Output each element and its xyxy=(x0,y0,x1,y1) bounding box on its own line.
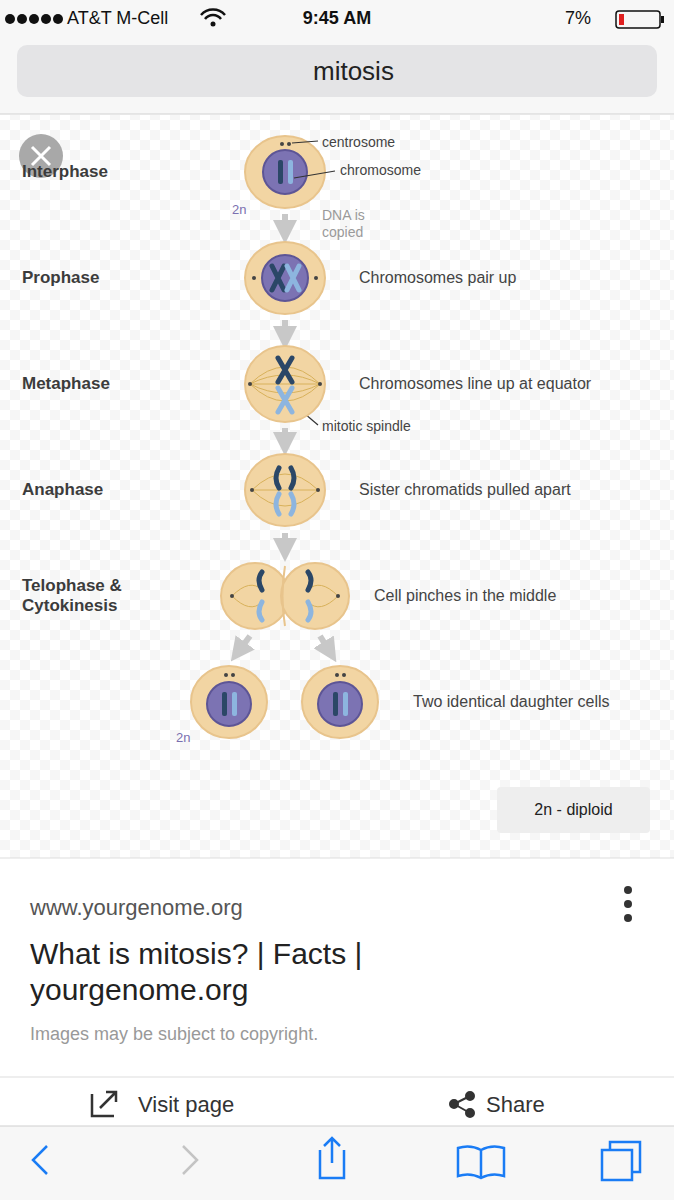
part-label: centrosome xyxy=(322,134,395,151)
prophase-cell xyxy=(245,242,325,314)
wifi-icon xyxy=(201,10,225,27)
action-label: Share xyxy=(486,1092,545,1118)
result-title: What is mitosis? | Facts | yourgenome.or… xyxy=(30,936,450,1008)
ploidy-label: 2n xyxy=(176,730,190,746)
ploidy-label: 2n xyxy=(232,202,246,218)
action-label: Visit page xyxy=(138,1092,234,1118)
step-note: DNA is copied xyxy=(322,207,382,241)
toolbar-icons xyxy=(33,1138,640,1180)
browser-toolbar xyxy=(0,1126,674,1200)
copyright-note: Images may be subject to copyright. xyxy=(30,1024,318,1046)
stage-note: Sister chromatids pulled apart xyxy=(359,480,571,499)
visit-icon xyxy=(92,1092,116,1116)
stage-note: Chromosomes line up at equator xyxy=(359,374,591,393)
battery-icon xyxy=(616,11,664,28)
result-url: www.yourgenome.org xyxy=(30,895,243,921)
stage-note: Cell pinches in the middle xyxy=(374,586,556,605)
part-label: chromosome xyxy=(340,162,421,179)
legend-box: 2n - diploid xyxy=(497,787,650,833)
image-ground xyxy=(0,115,674,858)
signal-dots xyxy=(5,14,63,24)
stage-label: Interphase xyxy=(22,162,108,182)
daughter-cell xyxy=(191,666,267,738)
divider xyxy=(0,1077,674,1078)
divider xyxy=(0,114,674,115)
part-label: mitotic spindle xyxy=(322,418,411,435)
stage-note: Chromosomes pair up xyxy=(359,268,516,287)
node-text: mitosis xyxy=(313,56,394,87)
stage-label: Prophase xyxy=(22,268,99,288)
battery-percent: 7% xyxy=(565,8,591,30)
daughter-cell xyxy=(302,666,378,738)
divider xyxy=(0,858,674,859)
stage-note: Two identical daughter cells xyxy=(413,692,610,711)
browser-header xyxy=(0,0,674,114)
share-icon xyxy=(450,1092,474,1117)
stage-label: Metaphase xyxy=(22,374,110,394)
anaphase-cell xyxy=(245,454,325,526)
divider xyxy=(0,1126,674,1127)
metaphase-cell xyxy=(245,346,325,422)
node-text: 2n - diploid xyxy=(534,801,612,819)
interphase-cell xyxy=(245,136,325,208)
carrier: AT&T M-Cell xyxy=(67,8,168,30)
search-bar: mitosis xyxy=(17,45,657,97)
telophase-cell xyxy=(221,563,349,629)
menu-dots xyxy=(624,886,632,922)
stage-label: Telophase & Cytokinesis xyxy=(22,576,137,617)
clock: 9:45 AM xyxy=(303,8,371,30)
stage-label: Anaphase xyxy=(22,480,103,500)
